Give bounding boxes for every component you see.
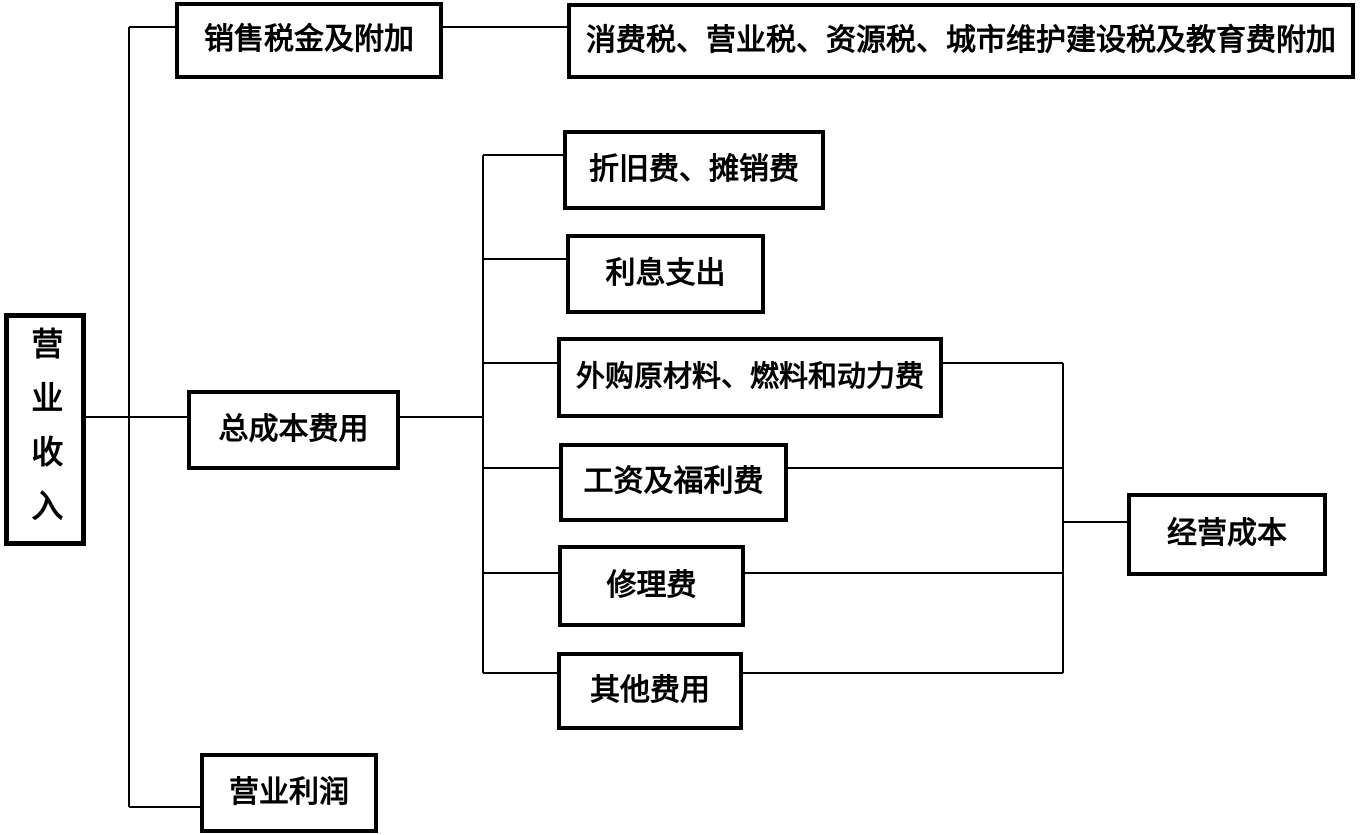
node-total-cost: 总成本费用 xyxy=(187,390,400,470)
node-purchased-materials-fuel-power: 外购原材料、燃料和动力费 xyxy=(557,337,943,418)
node-operating-profit: 营业利润 xyxy=(200,753,378,833)
node-wages-welfare-label: 工资及福利费 xyxy=(583,465,764,499)
node-operating-revenue: 营业收入 xyxy=(4,313,86,546)
node-operating-profit-label: 营业利润 xyxy=(229,775,349,809)
node-operating-cost-label: 经营成本 xyxy=(1167,517,1287,551)
node-operating-revenue-label: 营业收入 xyxy=(27,326,64,543)
node-tax-detail-label: 消费税、营业税、资源税、城市维护建设税及教育费附加 xyxy=(586,23,1336,57)
node-operating-cost: 经营成本 xyxy=(1127,493,1327,576)
node-interest-expense: 利息支出 xyxy=(566,234,765,314)
node-depreciation-amortization: 折旧费、摊销费 xyxy=(563,130,825,210)
node-repair-cost: 修理费 xyxy=(558,545,745,627)
node-total-cost-label: 总成本费用 xyxy=(218,412,369,446)
node-tax-detail: 消费税、营业税、资源税、城市维护建设税及教育费附加 xyxy=(567,3,1355,79)
node-wages-welfare: 工资及福利费 xyxy=(559,443,788,522)
node-sales-tax-and-surcharge-label: 销售税金及附加 xyxy=(204,23,414,57)
node-interest-expense-label: 利息支出 xyxy=(605,256,726,290)
node-other-expenses: 其他费用 xyxy=(557,652,743,730)
node-depreciation-amortization-label: 折旧费、摊销费 xyxy=(589,152,799,186)
node-sales-tax-and-surcharge: 销售税金及附加 xyxy=(175,2,443,79)
node-purchased-materials-fuel-power-label: 外购原材料、燃料和动力费 xyxy=(575,360,924,393)
node-other-expenses-label: 其他费用 xyxy=(590,673,710,707)
node-repair-cost-label: 修理费 xyxy=(606,568,697,602)
